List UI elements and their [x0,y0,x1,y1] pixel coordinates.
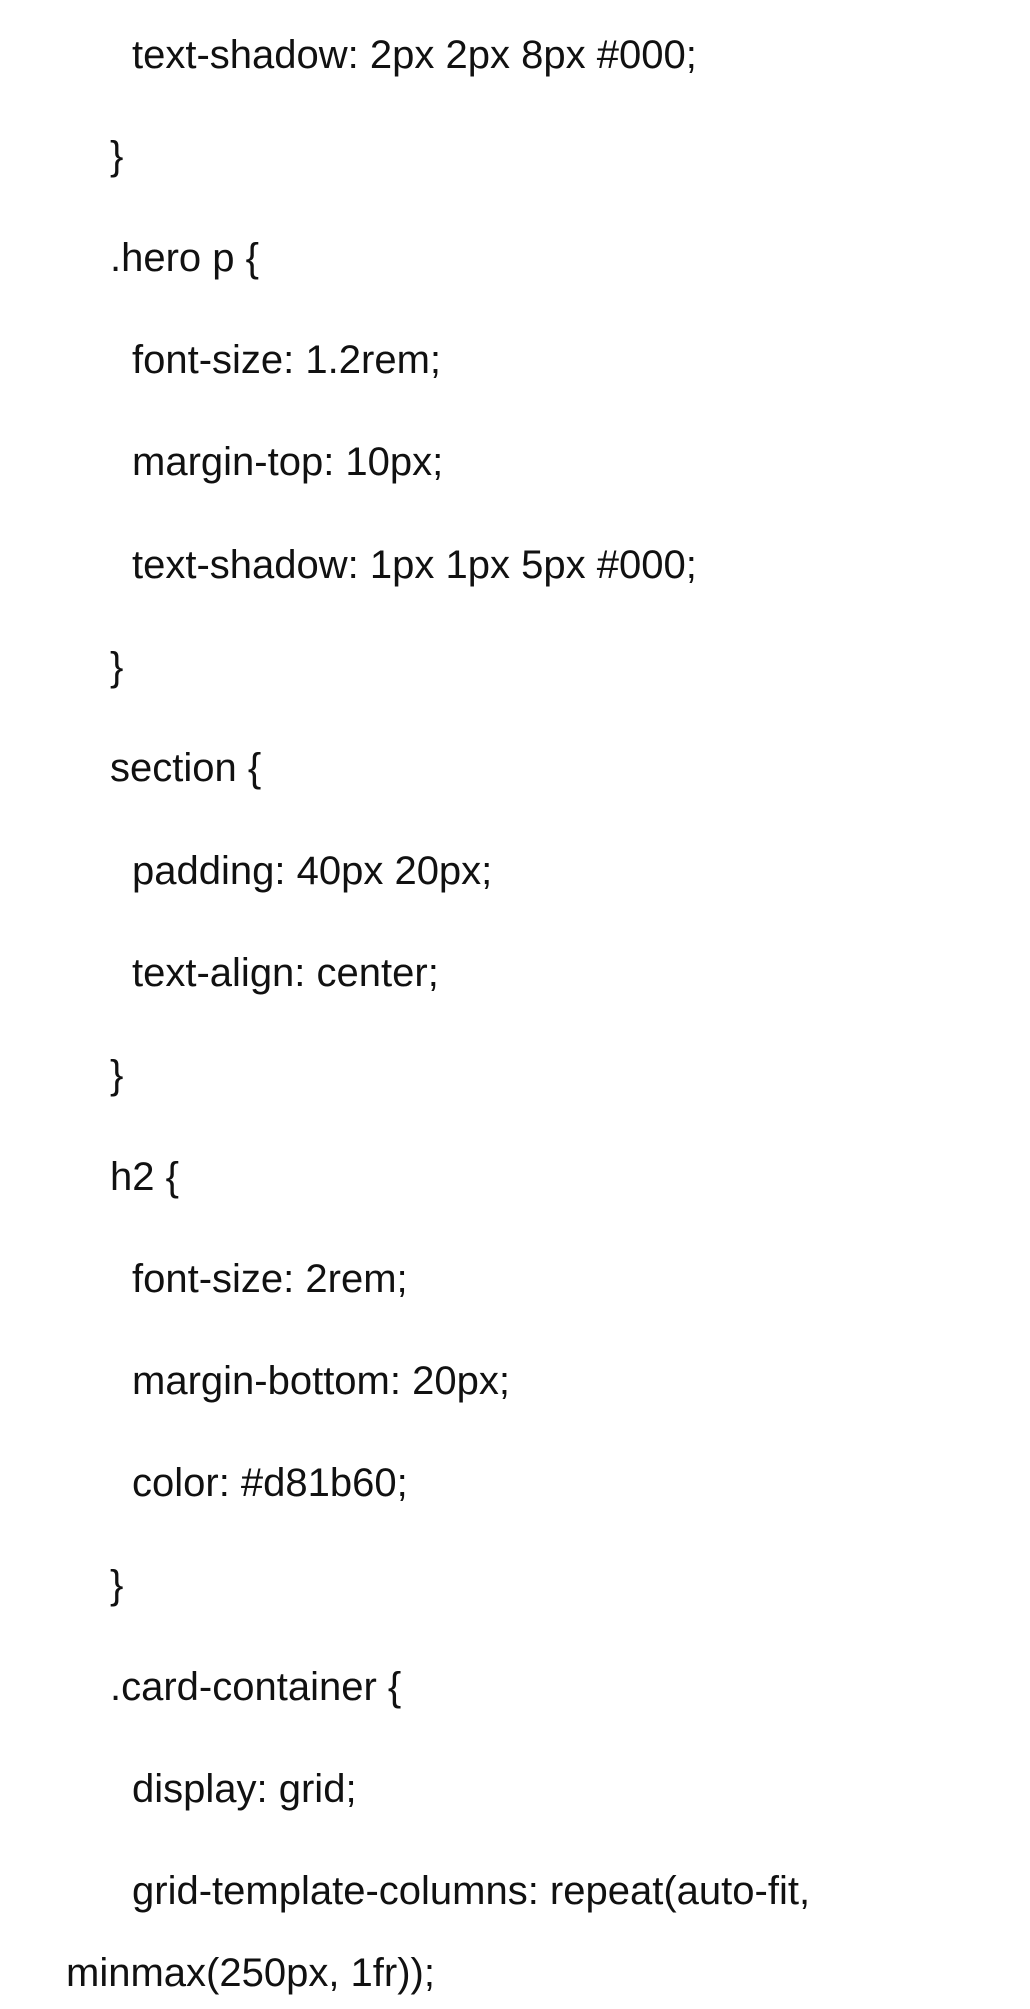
code-line: text-align: center; [132,951,439,995]
code-line: } [110,1563,124,1607]
code-line: display: grid; [132,1767,357,1811]
code-line: } [110,1053,124,1097]
code-line: minmax(250px, 1fr)); [66,1951,435,1995]
code-line: } [110,134,124,178]
code-line: font-size: 1.2rem; [132,338,442,382]
code-line: grid-template-columns: repeat(auto-fit, [132,1869,811,1913]
code-line: padding: 40px 20px; [132,849,493,893]
code-line: text-shadow: 1px 1px 5px #000; [132,543,697,587]
code-line: margin-top: 10px; [132,440,444,484]
code-line: section { [110,746,262,790]
code-line: font-size: 2rem; [132,1257,408,1301]
code-line: margin-bottom: 20px; [132,1359,510,1403]
code-line: h2 { [110,1155,179,1199]
code-line: color: #d81b60; [132,1461,408,1505]
code-line: .hero p { [110,236,260,280]
code-line: } [110,645,124,689]
code-line: text-shadow: 2px 2px 8px #000; [132,33,697,77]
code-line: .card-container { [110,1665,402,1709]
